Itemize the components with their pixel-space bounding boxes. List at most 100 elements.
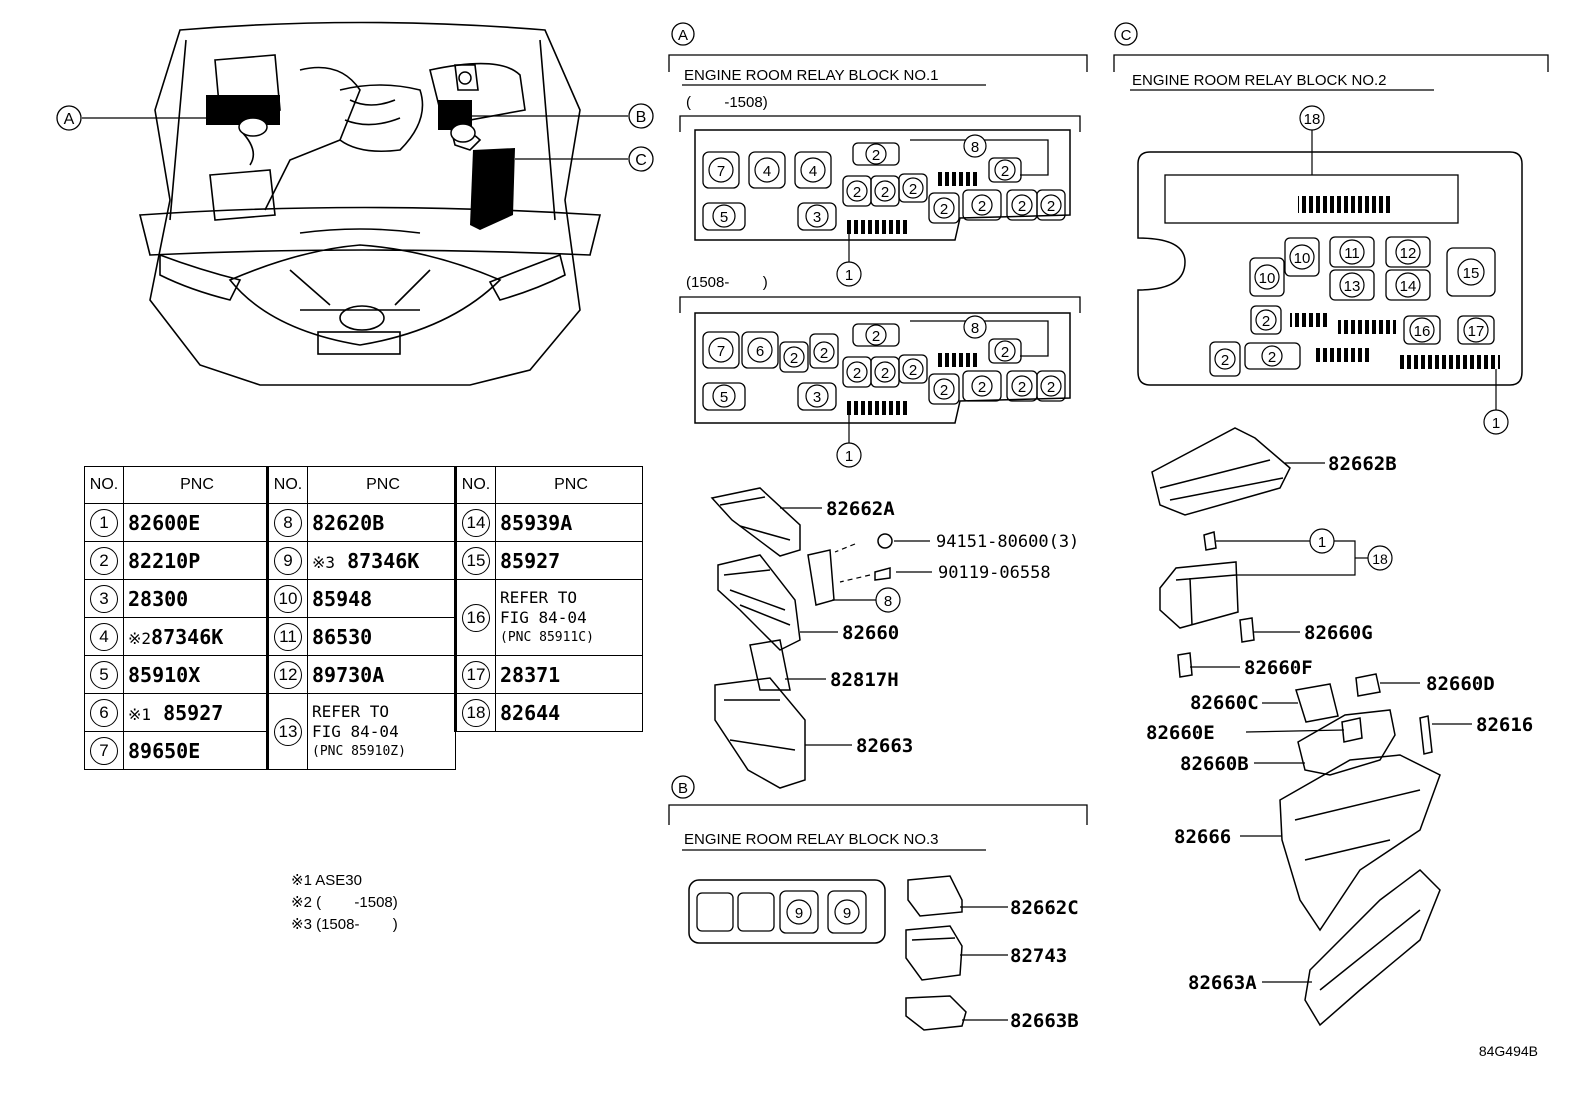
relay-block-no2: 18 10 10 11 12 13 14 15 2 16 17 2 2 1 bbox=[1137, 105, 1523, 435]
svg-text:10: 10 bbox=[1259, 270, 1276, 287]
svg-text:( -1508): ( -1508) bbox=[686, 94, 768, 111]
footnote-3: ※3 (1508- ) bbox=[291, 916, 398, 933]
svg-text:2: 2 bbox=[1047, 379, 1055, 396]
svg-text:C: C bbox=[1121, 27, 1132, 44]
section-b-exploded-parts bbox=[905, 875, 967, 1031]
section-a-title: ENGINE ROOM RELAY BLOCK NO.1 bbox=[684, 67, 939, 84]
svg-text:1: 1 bbox=[845, 267, 853, 284]
svg-text:A: A bbox=[678, 27, 688, 44]
svg-text:1: 1 bbox=[1492, 415, 1500, 432]
part-94151-80600-label: 94151-80600(3) bbox=[936, 532, 1079, 552]
svg-text:2: 2 bbox=[1001, 344, 1009, 361]
svg-text:2: 2 bbox=[790, 350, 798, 367]
svg-text:17: 17 bbox=[1468, 323, 1485, 340]
svg-text:9: 9 bbox=[843, 905, 851, 922]
svg-text:2: 2 bbox=[881, 365, 889, 382]
section-b-title: ENGINE ROOM RELAY BLOCK NO.3 bbox=[684, 831, 939, 848]
part-82660e-label: 82660E bbox=[1146, 722, 1215, 744]
svg-text:8: 8 bbox=[971, 320, 979, 337]
table-row: 4 ※287346K 11 86530 bbox=[84, 617, 643, 656]
part-82663b-label: 82663B bbox=[1010, 1010, 1079, 1032]
part-82663-label: 82663 bbox=[856, 735, 913, 757]
svg-text:18: 18 bbox=[1304, 111, 1321, 128]
section-c-header: C ENGINE ROOM RELAY BLOCK NO.2 bbox=[1113, 22, 1549, 91]
footnote-1: ※1 ASE30 bbox=[291, 872, 362, 889]
svg-text:1: 1 bbox=[845, 448, 853, 465]
part-90119-06558-label: 90119-06558 bbox=[938, 563, 1051, 583]
svg-text:15: 15 bbox=[1463, 265, 1480, 282]
pnc-table: NO. PNC NO. PNC NO. PNC 1 82600E 8 82620… bbox=[84, 466, 643, 770]
svg-text:1: 1 bbox=[1318, 534, 1326, 551]
part-82663a-label: 82663A bbox=[1188, 972, 1257, 994]
section-a-exploded-parts bbox=[710, 487, 893, 789]
svg-text:2: 2 bbox=[978, 198, 986, 215]
part-82616-label: 82616 bbox=[1476, 714, 1533, 736]
svg-text:2: 2 bbox=[872, 147, 880, 164]
svg-text:2: 2 bbox=[1268, 349, 1276, 366]
section-c-title: ENGINE ROOM RELAY BLOCK NO.2 bbox=[1132, 72, 1387, 89]
relay-block-no1-late: 7 6 2 2 5 3 2 8 2 2 2 2 2 2 2 2 1 bbox=[694, 312, 1071, 468]
footnote-2: ※2 ( -1508) bbox=[291, 894, 398, 911]
part-82660f-label: 82660F bbox=[1244, 657, 1313, 679]
relay-block-c-location bbox=[470, 148, 515, 230]
svg-text:3: 3 bbox=[813, 209, 821, 226]
svg-text:2: 2 bbox=[1221, 352, 1229, 369]
svg-text:13: 13 bbox=[1344, 278, 1361, 295]
diagram-id: 84G494B bbox=[1479, 1043, 1538, 1059]
svg-text:2: 2 bbox=[853, 184, 861, 201]
svg-text:12: 12 bbox=[1400, 245, 1417, 262]
svg-text:4: 4 bbox=[809, 163, 817, 180]
svg-text:4: 4 bbox=[763, 163, 771, 180]
svg-text:2: 2 bbox=[978, 379, 986, 396]
part-82743-label: 82743 bbox=[1010, 945, 1067, 967]
svg-text:5: 5 bbox=[720, 209, 728, 226]
svg-text:16: 16 bbox=[1414, 323, 1431, 340]
table-row: 3 28300 10 85948 16 REFER TO FIG 84-04 (… bbox=[84, 579, 643, 656]
svg-text:2: 2 bbox=[881, 184, 889, 201]
part-82660-label: 82660 bbox=[842, 622, 899, 644]
part-82817h-label: 82817H bbox=[830, 669, 899, 691]
svg-text:8: 8 bbox=[884, 593, 892, 610]
section-c-exploded-parts bbox=[1151, 427, 1441, 1027]
part-82660g-label: 82660G bbox=[1304, 622, 1373, 644]
svg-text:B: B bbox=[636, 109, 647, 126]
svg-text:2: 2 bbox=[909, 181, 917, 198]
section-a-header: A ENGINE ROOM RELAY BLOCK NO.1 ( -1508) … bbox=[668, 22, 1088, 313]
svg-text:C: C bbox=[635, 152, 647, 169]
svg-text:2: 2 bbox=[940, 201, 948, 218]
svg-text:14: 14 bbox=[1400, 278, 1417, 295]
engine-bay-illustration bbox=[138, 21, 602, 386]
svg-text:2: 2 bbox=[1262, 313, 1270, 330]
table-row: 2 82210P 9 ※3 87346K 15 85927 bbox=[84, 541, 643, 580]
svg-text:2: 2 bbox=[1001, 163, 1009, 180]
svg-text:B: B bbox=[678, 780, 688, 797]
svg-text:A: A bbox=[64, 111, 75, 128]
svg-text:3: 3 bbox=[813, 389, 821, 406]
part-82662a-label: 82662A bbox=[826, 498, 895, 520]
svg-text:2: 2 bbox=[820, 345, 828, 362]
table-row: 6 ※1 85927 13 REFER TO FIG 84-04 (PNC 85… bbox=[84, 693, 643, 770]
relay-block-no1-early: 7 4 4 5 3 2 8 2 2 2 2 2 2 2 2 1 bbox=[694, 129, 1071, 287]
svg-text:18: 18 bbox=[1372, 551, 1388, 567]
svg-text:7: 7 bbox=[717, 163, 725, 180]
part-82666-label: 82666 bbox=[1174, 826, 1231, 848]
table-row: 7 89650E bbox=[84, 731, 643, 770]
table-header-row: NO. PNC NO. PNC NO. PNC bbox=[84, 466, 643, 504]
svg-text:2: 2 bbox=[872, 328, 880, 345]
svg-text:9: 9 bbox=[795, 905, 803, 922]
footnotes: ※1 ASE30 ※2 ( -1508) ※3 (1508- ) bbox=[291, 870, 398, 936]
part-82660b-label: 82660B bbox=[1180, 753, 1249, 775]
svg-text:2: 2 bbox=[909, 362, 917, 379]
part-82662b-label: 82662B bbox=[1328, 453, 1397, 475]
part-82660d-label: 82660D bbox=[1426, 673, 1495, 695]
svg-text:11: 11 bbox=[1344, 245, 1360, 262]
part-82662c-label: 82662C bbox=[1010, 897, 1079, 919]
part-82660c-label: 82660C bbox=[1190, 692, 1259, 714]
relay-block-no3: 9 9 bbox=[688, 879, 886, 944]
svg-text:2: 2 bbox=[1018, 379, 1026, 396]
table-row: 5 85910X 12 89730A 17 28371 bbox=[84, 655, 643, 694]
section-a-leaders bbox=[780, 507, 932, 746]
svg-text:(1508- ): (1508- ) bbox=[686, 274, 768, 291]
callout-a: A bbox=[56, 105, 82, 131]
